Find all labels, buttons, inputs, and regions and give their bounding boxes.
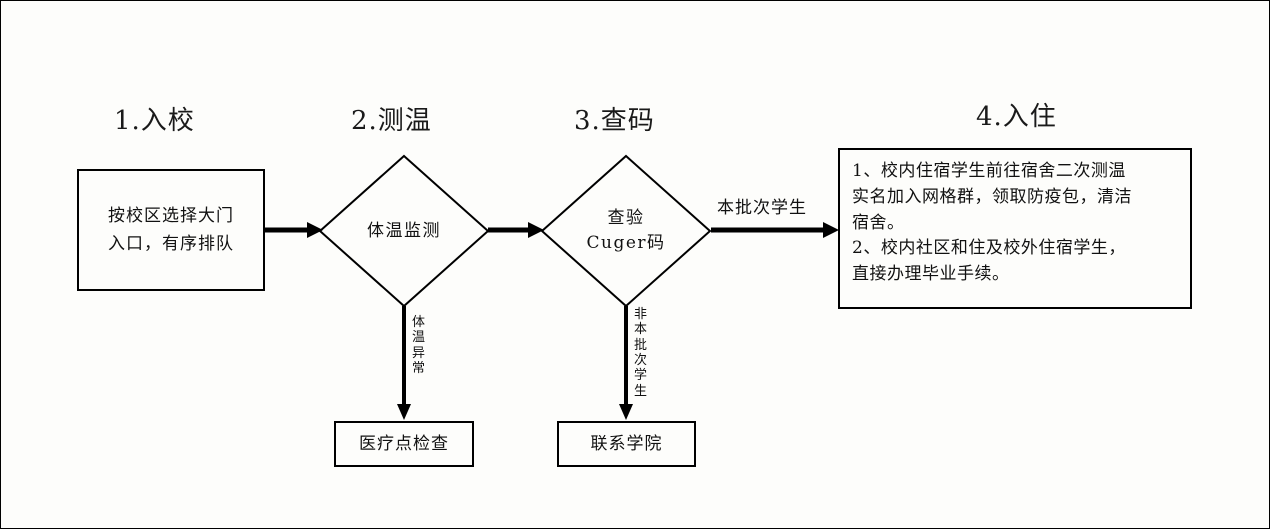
edge-label-fever: 体温异常 bbox=[411, 315, 425, 376]
node-medical-box[interactable]: 医疗点检查 bbox=[334, 421, 474, 467]
node-contact-college-box[interactable]: 联系学院 bbox=[557, 421, 696, 467]
edge-label-not-current-batch: 非本批次学生 bbox=[633, 307, 647, 399]
node-checkin-label: 1、校内住宿学生前往宿舍二次测温 实名加入网格群，领取防疫包，清洁 宿舍。 2、… bbox=[852, 161, 1132, 285]
stage-title-1: 1.入校 bbox=[114, 106, 195, 136]
node-code-check-diamond[interactable]: 查验 Cuger码 bbox=[540, 154, 712, 308]
diamond-shape-code bbox=[540, 154, 712, 308]
stage-title-4: 4.入住 bbox=[976, 102, 1057, 132]
node-checkin-box[interactable]: 1、校内住宿学生前往宿舍二次测温 实名加入网格群，领取防疫包，清洁 宿舍。 2、… bbox=[838, 148, 1192, 309]
node-entry-label: 按校区选择大门 入口，有序排队 bbox=[108, 205, 234, 254]
node-contact-college-label: 联系学院 bbox=[590, 433, 663, 454]
stage-title-2: 2.测温 bbox=[351, 106, 432, 136]
node-medical-label: 医疗点检查 bbox=[359, 433, 449, 454]
connector-temp-to-code bbox=[488, 222, 544, 238]
connector-temp-to-medical bbox=[397, 306, 411, 420]
diamond-shape-temp bbox=[318, 154, 490, 308]
connector-code-to-checkin bbox=[711, 222, 839, 238]
node-entry-box[interactable]: 按校区选择大门 入口，有序排队 bbox=[77, 169, 265, 291]
edge-label-current-batch: 本批次学生 bbox=[717, 198, 807, 218]
connector-code-to-college bbox=[619, 306, 633, 420]
node-temp-check-diamond[interactable]: 体温监测 bbox=[318, 154, 490, 308]
connector-entry-to-temp bbox=[265, 222, 323, 238]
stage-title-3: 3.查码 bbox=[574, 106, 655, 136]
